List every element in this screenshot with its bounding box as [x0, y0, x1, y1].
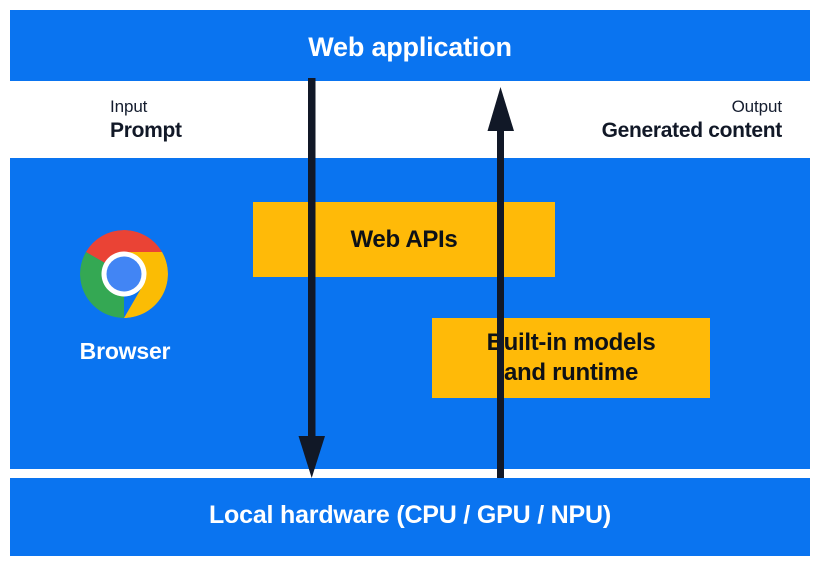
- output-arrow-shaft: [497, 122, 504, 478]
- output-arrow-head: [487, 87, 514, 131]
- input-flow-label: Input Prompt: [110, 96, 182, 144]
- input-arrow-over-web-apis: [308, 196, 316, 286]
- output-flow-kind: Output: [731, 97, 783, 116]
- box-builtin-models-label-line2: and runtime: [503, 359, 639, 386]
- output-arrow-shaft-overlay-1: [497, 196, 504, 286]
- band-local-hardware: Local hardware (CPU / GPU / NPU): [10, 478, 810, 556]
- band-browser-label: Browser: [79, 338, 171, 364]
- output-arrow-shaft-overlay-2: [497, 312, 504, 404]
- band-web-application: Web application: [10, 10, 810, 81]
- chrome-logo-icon: [80, 230, 168, 318]
- output-flow-label: Output Generated content: [601, 96, 783, 144]
- input-flow-value: Prompt: [110, 119, 182, 142]
- band-web-application-label: Web application: [308, 32, 512, 62]
- chrome-red-wedge: [85, 230, 163, 263]
- box-web-apis-label: Web APIs: [350, 225, 458, 253]
- chrome-yellow-wedge: [124, 252, 168, 318]
- output-flow-value: Generated content: [601, 119, 783, 142]
- output-flow-arrow: [487, 87, 514, 478]
- box-web-apis[interactable]: Web APIs: [253, 202, 555, 277]
- input-arrow-shaft-overlay: [308, 196, 316, 286]
- box-builtin-models[interactable]: Built-in models and runtime: [432, 318, 710, 398]
- input-flow-kind: Input: [110, 97, 148, 116]
- output-arrow-over-builtin-models: [497, 312, 504, 404]
- chrome-blue-core: [106, 256, 142, 292]
- output-arrow-over-web-apis: [497, 196, 504, 286]
- chrome-green-wedge: [80, 252, 124, 318]
- band-local-hardware-label: Local hardware (CPU / GPU / NPU): [208, 501, 611, 529]
- box-builtin-models-label-line1: Built-in models: [486, 329, 656, 356]
- input-arrow-head: [298, 436, 325, 478]
